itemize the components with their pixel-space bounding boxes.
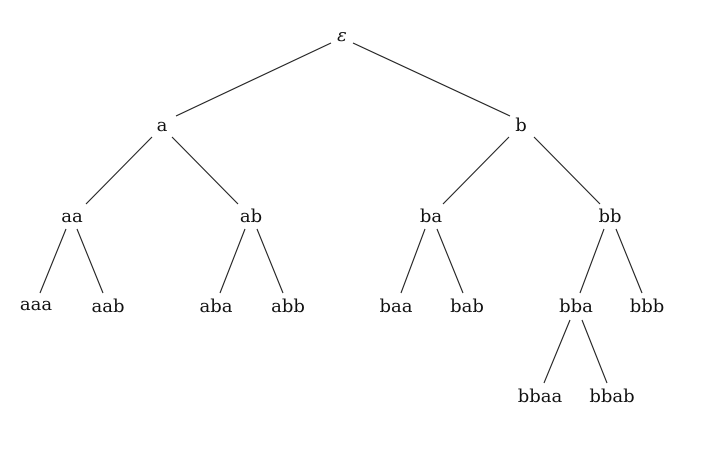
node-root: ε	[337, 25, 347, 46]
node-bab: bab	[450, 296, 484, 317]
node-a: a	[157, 115, 168, 136]
edge-root-a	[175, 42, 332, 117]
node-bbb: bbb	[630, 296, 665, 317]
edge-bb-bba	[579, 228, 605, 294]
edge-ab-abb	[256, 228, 284, 294]
edge-ab-aba	[219, 228, 246, 294]
edge-bba-bbab	[581, 319, 608, 384]
edge-aa-aaa	[39, 228, 67, 294]
edge-b-bb	[533, 136, 601, 205]
edge-a-ab	[171, 136, 239, 205]
tree-edges	[39, 42, 643, 384]
node-aaa: aaa	[20, 294, 52, 315]
node-baa: baa	[380, 296, 413, 317]
node-bb: bb	[598, 206, 621, 227]
edge-root-b	[352, 42, 511, 117]
edge-bb-bbb	[615, 228, 643, 294]
node-bbaa: bbaa	[518, 386, 563, 407]
edge-a-aa	[85, 136, 153, 205]
node-aa: aa	[61, 206, 83, 227]
node-aab: aab	[92, 296, 125, 317]
node-aba: aba	[200, 296, 233, 317]
node-ba: ba	[420, 206, 443, 227]
edge-bba-bbaa	[543, 319, 571, 384]
tree-nodes: ε a b aa ab ba bb aaa aab aba abb baa ba…	[20, 25, 664, 407]
edge-b-ba	[442, 136, 510, 205]
edge-aa-aab	[76, 228, 104, 294]
node-abb: abb	[271, 296, 305, 317]
edge-ba-bab	[436, 228, 464, 294]
node-bba: bba	[559, 296, 593, 317]
edge-ba-baa	[400, 228, 426, 294]
node-bbab: bbab	[589, 386, 634, 407]
node-ab: ab	[240, 206, 262, 227]
node-b: b	[515, 115, 527, 136]
